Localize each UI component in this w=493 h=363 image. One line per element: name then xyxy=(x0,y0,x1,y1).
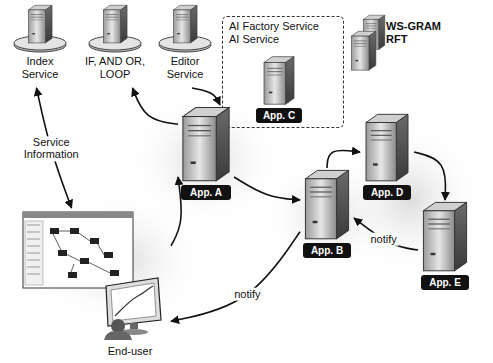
server-node: App. E xyxy=(418,200,472,291)
server-pair-icon xyxy=(348,14,388,72)
server-icon xyxy=(253,55,305,105)
server-node: Editor Service xyxy=(150,4,220,88)
node-label: WS-GRAM RFT xyxy=(386,20,442,45)
server-node: App. D xyxy=(360,112,414,201)
flow-arrow xyxy=(192,88,220,105)
flow-arrow xyxy=(327,150,360,168)
flow-arrow xyxy=(414,152,446,200)
server-icon xyxy=(157,4,213,54)
flow-arrow xyxy=(234,177,300,200)
node-label: Index Service xyxy=(10,55,70,80)
node-label: IF, AND OR, LOOP xyxy=(85,55,145,80)
server-icon xyxy=(360,112,414,182)
edge-label: notify xyxy=(368,233,398,246)
server-node: App. A xyxy=(178,105,234,201)
app-label: App. B xyxy=(303,243,351,258)
server-icon xyxy=(418,200,472,272)
app-label: App. D xyxy=(363,185,411,200)
server-node: IF, AND OR, LOOP xyxy=(80,4,150,88)
server-icon xyxy=(178,105,234,182)
server-icon xyxy=(12,4,68,54)
node-label: AI Factory Service AI Service xyxy=(229,20,329,45)
end-user-illustration xyxy=(18,208,170,340)
server-icon xyxy=(87,4,143,54)
flow-arrow xyxy=(171,177,181,246)
server-node: App. B xyxy=(300,168,354,259)
node-label: Editor Service xyxy=(155,55,215,80)
flow-arrow xyxy=(354,218,418,250)
flow-arrow xyxy=(171,232,300,322)
service-group: AI Factory Service AI ServiceApp. C xyxy=(222,16,344,128)
edge-label: Service Information xyxy=(13,136,89,161)
app-label: App. C xyxy=(256,108,302,123)
node-label: End-user xyxy=(92,345,168,358)
server-node: App. C xyxy=(253,55,305,124)
end-user-terminal: End-user xyxy=(18,208,171,359)
server-node: Index Service xyxy=(5,4,75,88)
server-icon xyxy=(300,168,354,240)
app-label: App. E xyxy=(421,275,469,290)
app-label: App. A xyxy=(181,185,231,200)
flow-arrow xyxy=(133,88,179,124)
flow-arrow xyxy=(37,88,72,208)
edge-label: notify xyxy=(232,288,262,301)
server-node: WS-GRAM RFT xyxy=(348,14,445,72)
